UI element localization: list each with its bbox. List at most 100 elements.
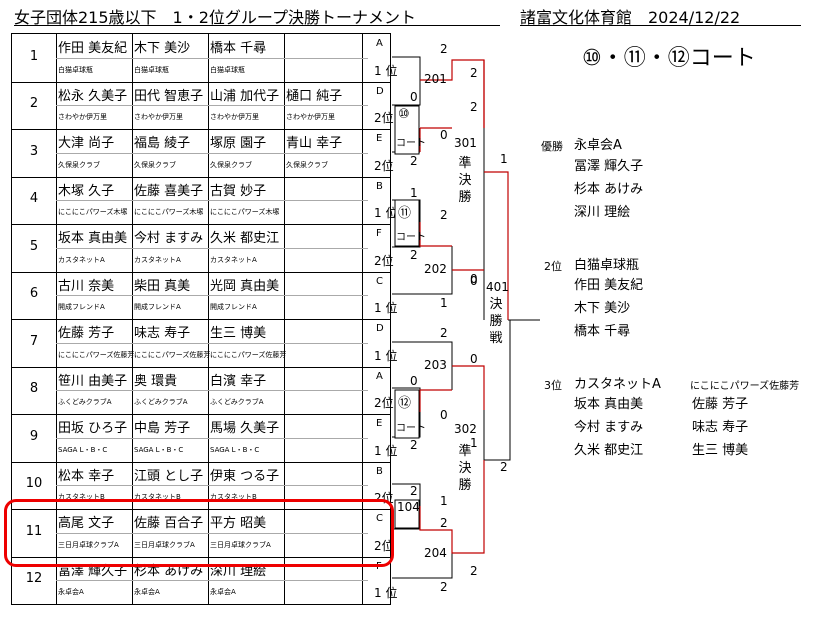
court11-word: コート xyxy=(396,232,426,243)
block-letter: A xyxy=(376,370,383,382)
first-label: 優勝 xyxy=(541,140,563,153)
score: 2 xyxy=(410,248,418,262)
first-member: 深川 理絵 xyxy=(574,205,631,220)
score: 2 xyxy=(410,438,418,452)
second-member: 木下 美沙 xyxy=(574,301,631,316)
row-divider xyxy=(12,366,390,368)
club-name: 三日月卓球クラブA xyxy=(210,540,271,549)
player-name: 木下 美沙 xyxy=(134,41,191,56)
player-name: 木塚 久子 xyxy=(58,183,115,199)
match-401: 401 xyxy=(486,280,509,294)
court10-word: コート xyxy=(396,138,426,149)
score: 0 xyxy=(470,272,478,286)
row-divider xyxy=(12,414,390,415)
win-203 xyxy=(452,365,485,410)
club-name: にこにこパワーズ佐藤芳 xyxy=(134,350,211,359)
player-cell: 光岡 真由美開成フレンドA xyxy=(208,272,284,320)
line-seed2 xyxy=(392,80,421,106)
club-name: SAGA L・B・C xyxy=(134,445,184,454)
final-label: 決勝戦 xyxy=(489,297,503,346)
player-name: 佐藤 百合子 xyxy=(134,516,204,531)
third-member-b: 佐藤 芳子 xyxy=(692,397,749,412)
club-name: にこにこパワーズ木塚 xyxy=(210,208,280,217)
score: 0 xyxy=(470,352,478,366)
row-divider xyxy=(12,129,390,130)
group-rank: 1 位 xyxy=(374,301,398,316)
score: 2 xyxy=(410,484,418,498)
line-seed1 xyxy=(392,56,421,80)
row-divider xyxy=(12,461,390,463)
score: 0 xyxy=(410,90,418,104)
player-name: 生三 博美 xyxy=(210,326,267,341)
player-name: 杉本 あけみ xyxy=(134,563,204,579)
row-subdivider xyxy=(56,532,368,534)
match-202: 202 xyxy=(424,262,447,276)
player-name: 伊東 つる子 xyxy=(210,468,280,484)
group-rank: 1 位 xyxy=(374,443,398,458)
player-cell: 福島 綾子久保泉クラブ xyxy=(132,129,208,177)
score: 2 xyxy=(410,154,418,168)
seed-number: 8 xyxy=(29,381,39,397)
courts-label: ⑩・⑪・⑫コート xyxy=(582,46,756,71)
score: 0 xyxy=(440,408,448,422)
score: 2 xyxy=(440,516,448,530)
third-team-a: カスタネットA xyxy=(574,377,661,392)
row-divider xyxy=(12,81,390,83)
player-name: 作田 美友紀 xyxy=(58,41,128,56)
match104-box xyxy=(394,499,420,529)
player-name: 光岡 真由美 xyxy=(210,278,280,294)
court10-box xyxy=(394,105,420,155)
first-member: 杉本 あけみ xyxy=(574,182,644,197)
player-cell: 奥 環貴ふくどみクラブA xyxy=(132,367,208,415)
seed-number: 10 xyxy=(25,476,43,492)
line-seed7 xyxy=(392,341,453,366)
block-rank: C 1 位 xyxy=(368,272,397,320)
player-cell: 久米 都史江カスタネットA xyxy=(208,224,284,272)
player-name: 高尾 文子 xyxy=(58,516,115,531)
second-member: 橋本 千尋 xyxy=(574,324,631,339)
venue-date: 諸富文化体育館 2024/12/22 xyxy=(520,8,741,27)
block-letter: C xyxy=(376,513,383,524)
second-member: 作田 美友紀 xyxy=(574,278,644,293)
row-divider xyxy=(12,271,390,273)
second-label: 2位 xyxy=(544,260,562,273)
player-name: 平方 昭美 xyxy=(210,516,267,531)
row-subdivider xyxy=(56,485,368,487)
player-name: 樋口 純子 xyxy=(286,88,343,104)
player-cell: 杉本 あけみ永卓会A xyxy=(132,557,208,605)
score: 1 xyxy=(500,152,508,166)
score: 2 xyxy=(470,564,478,578)
club-name: カスタネットA xyxy=(58,255,105,264)
score: 0 xyxy=(410,374,418,388)
score: 0 xyxy=(440,128,448,142)
player-name: 白濱 幸子 xyxy=(210,373,267,389)
block-letter: D xyxy=(376,85,384,97)
group-rank: 1 位 xyxy=(374,63,398,78)
player-name: 青山 幸子 xyxy=(286,136,343,151)
score: 0 xyxy=(470,274,478,288)
club-name: ふくどみクラブA xyxy=(58,398,112,407)
block-letter: C xyxy=(376,275,383,287)
player-cell: 坂本 真由美カスタネットA xyxy=(56,224,132,272)
row-subdivider xyxy=(56,390,368,392)
club-name: さわやか伊万里 xyxy=(210,113,259,122)
player-cell: 佐藤 百合子三日月卓球クラブA xyxy=(132,509,208,557)
third-label: 3位 xyxy=(544,379,562,392)
row-subdivider xyxy=(56,295,368,297)
player-name: 味志 寿子 xyxy=(134,326,191,341)
club-name: 白猫卓球瓶 xyxy=(134,65,169,74)
seed-number: 11 xyxy=(25,523,43,539)
highlight-box-seed11 xyxy=(4,499,394,567)
player-cell: 木下 美沙白猫卓球瓶 xyxy=(132,34,208,82)
match-302: 302 xyxy=(454,422,477,436)
player-name: 福島 綾子 xyxy=(134,136,191,151)
row-subdivider xyxy=(56,200,368,202)
line-seed12 xyxy=(392,553,453,579)
